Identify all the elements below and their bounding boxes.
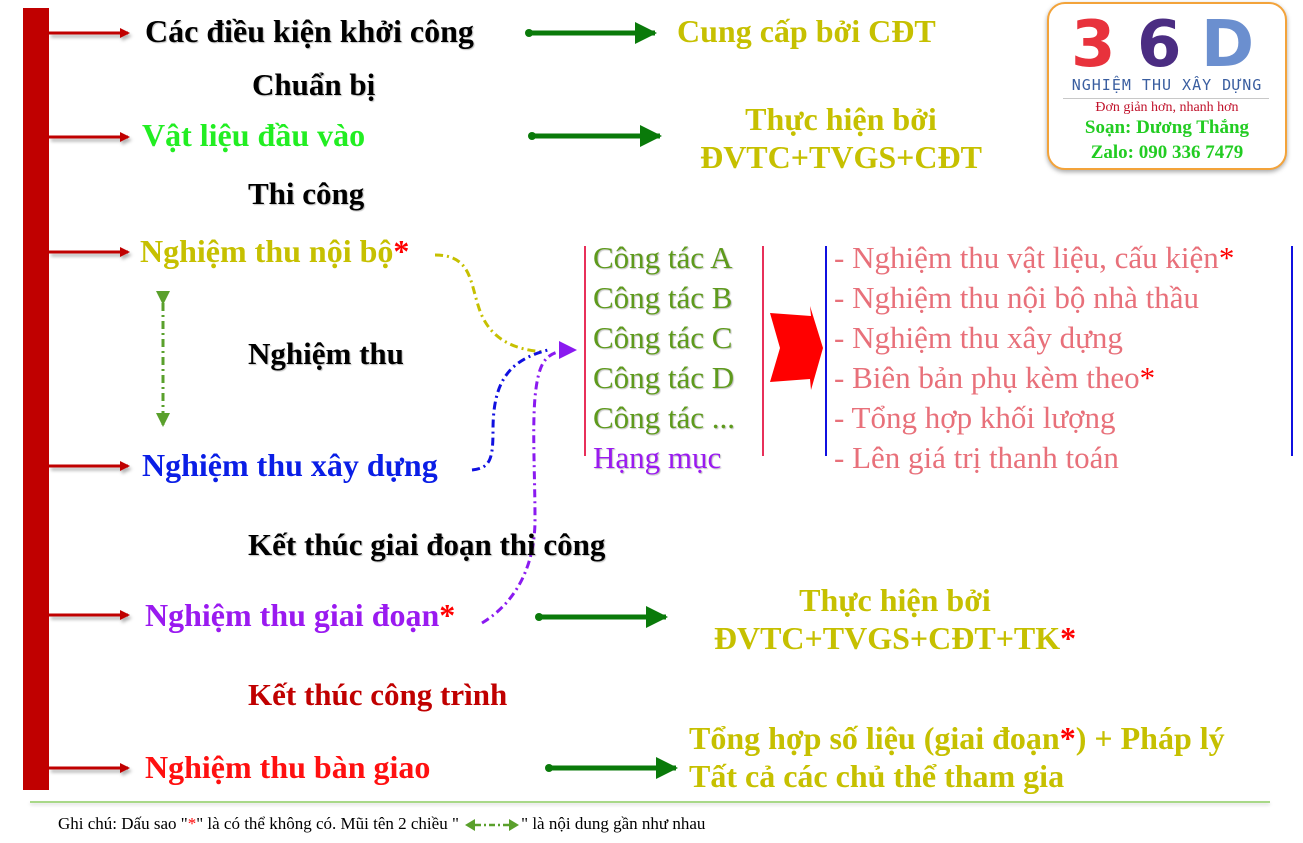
document-item: - Nghiệm thu xây dựng xyxy=(834,318,1234,358)
document-label: - Nghiệm thu nội bộ nhà thầu xyxy=(834,280,1200,315)
logo-tagline: Đơn giản hơn, nhanh hơn xyxy=(1095,100,1239,115)
step-construction: Thi công xyxy=(248,176,365,211)
performer-text: ĐVTC+TVGS+CĐT+TK xyxy=(713,620,1061,656)
logo-digit-6: 6 xyxy=(1137,8,1182,82)
stage-input-materials: Vật liệu đầu vào xyxy=(142,116,365,154)
document-label: - Biên bản phụ kèm theo xyxy=(834,360,1140,395)
performer-text: ) + Pháp lý xyxy=(1075,720,1225,756)
footer-separator xyxy=(30,801,1270,803)
stage-label: Các điều kiện khởi công xyxy=(145,13,474,49)
optional-star: * xyxy=(1060,620,1077,656)
documents-list: - Nghiệm thu vật liệu, cấu kiện* - Nghiệ… xyxy=(834,238,1234,478)
document-item: - Nghiệm thu vật liệu, cấu kiện* xyxy=(834,238,1234,278)
timeline-spine xyxy=(23,8,49,790)
performer-materials: Thực hiện bởi ĐVTC+TVGS+CĐT xyxy=(688,100,994,176)
stage-label: Nghiệm thu giai đoạn xyxy=(145,597,440,633)
performer-line: Thực hiện bởi xyxy=(799,582,991,618)
performer-text: Tổng hợp số liệu (giai đoạn xyxy=(689,720,1060,756)
work-item: Công tác A xyxy=(593,240,733,275)
logo-subtitle: NGHIỆM THU XÂY DỰNG xyxy=(1071,76,1263,94)
performer-phase: Thực hiện bởi ĐVTC+TVGS+CĐT+TK* xyxy=(698,581,1092,657)
step-preparation: Chuẩn bị xyxy=(252,67,376,102)
stage-start-conditions: Các điều kiện khởi công xyxy=(145,12,474,50)
optional-star: * xyxy=(439,597,456,633)
performer-line: ĐVTC+TVGS+CĐT+TK* xyxy=(698,619,1092,657)
step-end-of-project: Kết thúc công trình xyxy=(248,677,508,712)
performer-line: Tổng hợp số liệu (giai đoạn*) + Pháp lý xyxy=(689,719,1225,757)
document-item: - Nghiệm thu nội bộ nhà thầu xyxy=(834,278,1234,318)
step-end-of-phase: Kết thúc giai đoạn thi công xyxy=(248,527,606,562)
step-acceptance: Nghiệm thu xyxy=(248,336,404,371)
work-item-category: Hạng mục xyxy=(593,440,722,475)
stage-label: Vật liệu đầu vào xyxy=(142,117,366,153)
document-label: - Tổng hợp khối lượng xyxy=(834,400,1116,435)
logo-divider xyxy=(1063,98,1269,99)
work-item: Công tác ... xyxy=(593,400,736,435)
work-item: Công tác D xyxy=(593,360,735,395)
logo-digit-3: 3 xyxy=(1071,8,1116,82)
big-red-arrow xyxy=(770,306,823,390)
document-label: - Nghiệm thu vật liệu, cấu kiện xyxy=(834,240,1219,275)
stage-internal-acceptance: Nghiệm thu nội bộ* xyxy=(140,232,409,270)
document-item: - Biên bản phụ kèm theo* xyxy=(834,358,1234,398)
logo-contact: Zalo: 090 336 7479 xyxy=(1090,142,1244,163)
footnote-text: " là có thể không có. Mũi tên 2 chiều " xyxy=(196,814,459,833)
stage-label: Nghiệm thu bàn giao xyxy=(145,749,431,785)
performer-handover: Tổng hợp số liệu (giai đoạn*) + Pháp lý … xyxy=(689,719,1225,795)
performer-line: Thực hiện bởi xyxy=(745,101,937,137)
optional-star: * xyxy=(1218,240,1235,275)
optional-star: * xyxy=(393,233,410,269)
stage-label: Nghiệm thu nội bộ xyxy=(140,233,394,269)
optional-star: * xyxy=(187,814,197,833)
optional-star: * xyxy=(1139,360,1156,395)
logo-author: Soạn: Dương Thắng xyxy=(1084,117,1250,138)
double-arrow-icon xyxy=(465,819,520,832)
logo-letter-d: D xyxy=(1201,8,1254,82)
stage-label: Nghiệm thu xây dựng xyxy=(142,447,438,483)
work-item: Công tác B xyxy=(593,280,733,315)
stage-handover-acceptance: Nghiệm thu bàn giao xyxy=(145,748,430,786)
stage-construction-acceptance: Nghiệm thu xây dựng xyxy=(142,446,438,484)
document-label: - Lên giá trị thanh toán xyxy=(834,440,1119,475)
performer-start: Cung cấp bởi CĐT xyxy=(677,13,936,49)
performer-line: ĐVTC+TVGS+CĐT xyxy=(700,139,982,175)
performer-line: Tất cả các chủ thể tham gia xyxy=(689,758,1065,794)
optional-star: * xyxy=(1059,720,1076,756)
stage-phase-acceptance: Nghiệm thu giai đoạn* xyxy=(145,596,455,634)
footnote-text: Ghi chú: Dấu sao " xyxy=(58,814,188,833)
footnote: Ghi chú: Dấu sao "*" là có thể không có.… xyxy=(58,814,705,834)
document-item: - Lên giá trị thanh toán xyxy=(834,438,1234,478)
work-items-list: Công tác A Công tác B Công tác C Công tá… xyxy=(593,238,735,478)
document-item: - Tổng hợp khối lượng xyxy=(834,398,1234,438)
logo-badge: 3 6 D NGHIỆM THU XÂY DỰNG Đơn giản hơn, … xyxy=(1047,2,1287,170)
footnote-text: " là nội dung gần như nhau xyxy=(521,814,706,833)
document-label: - Nghiệm thu xây dựng xyxy=(834,320,1123,355)
work-item: Công tác C xyxy=(593,320,733,355)
